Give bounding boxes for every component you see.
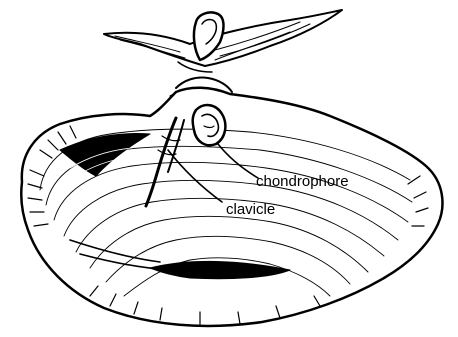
- chondrophore-structure: [193, 105, 226, 145]
- chondrophore-label: chondrophore: [256, 173, 349, 190]
- upper-valve-fragment: [104, 10, 342, 72]
- clavicle-label: clavicle: [226, 201, 275, 218]
